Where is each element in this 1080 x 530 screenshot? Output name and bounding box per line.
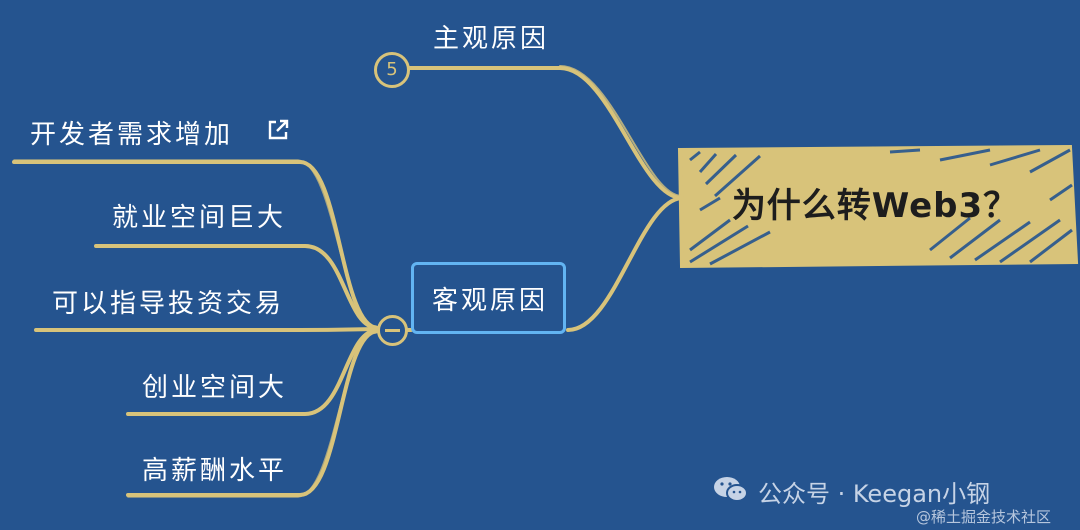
child-node-label[interactable]: 就业空间巨大 (112, 203, 287, 233)
child-node-label[interactable]: 开发者需求增加 (30, 120, 234, 150)
subjective-reasons-label[interactable]: 主观原因 (433, 24, 550, 54)
child-node-label[interactable]: 创业空间大 (142, 373, 288, 403)
account-footer: 公众号 · Keegan小钢 (758, 480, 991, 508)
root-connectors (408, 65, 684, 332)
root-node[interactable] (677, 144, 1079, 269)
objective-reasons-label: 客观原因 (432, 286, 549, 316)
collapse-button[interactable] (377, 315, 408, 346)
child-node-label[interactable]: 高薪酬水平 (142, 456, 288, 486)
collapsed-count-badge[interactable]: 5 (374, 52, 410, 88)
external-link-icon[interactable] (266, 118, 290, 142)
child-node-label[interactable]: 可以指导投资交易 (52, 289, 285, 319)
wechat-icon (714, 477, 748, 502)
watermark: @稀土掘金技术社区 (916, 508, 1052, 526)
objective-reasons-node[interactable] (411, 262, 566, 334)
objective-connectors (12, 159, 413, 498)
root-label: 为什么转Web3？ (731, 186, 1019, 226)
